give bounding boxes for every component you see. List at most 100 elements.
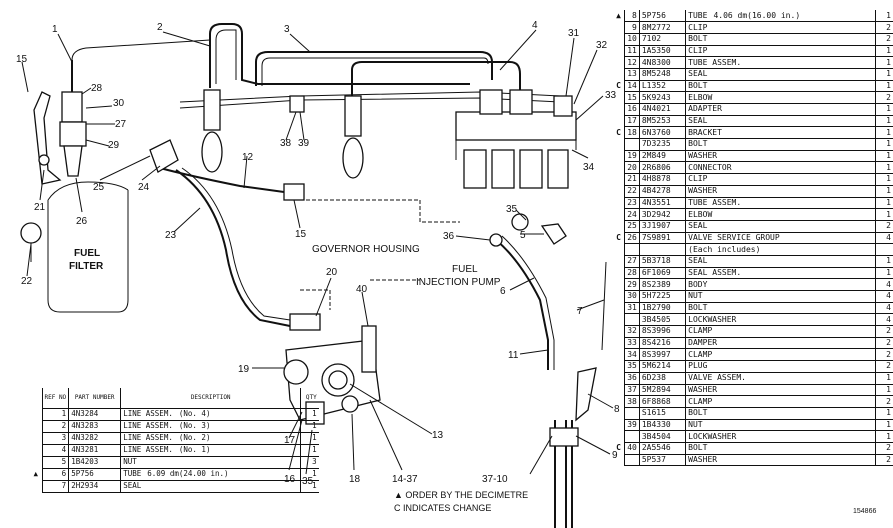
row-mark [613,279,625,291]
row-description: ELBOW [685,208,876,221]
row-part-number: L1352 [639,80,687,93]
row-ref-no: 31 [624,302,640,315]
row-description: DAMPER [685,337,876,350]
row-description: LINE ASSEM.(No. 2) [120,432,301,445]
row-description: WASHER [685,185,876,198]
row-mark [613,326,625,338]
row-description-text: CLIP [688,22,708,32]
row-description-text: WASHER [688,151,718,161]
callout: 35 [506,204,518,215]
row-qty: 1 [875,384,893,397]
row-description: CLIP [685,173,876,186]
row-ref-no: 5 [41,456,70,469]
row-description-text: LOCKWASHER [688,314,737,324]
row-mark: C [616,127,621,137]
row-mark [613,419,625,431]
row-qty: 2 [875,33,893,46]
row-ref-no: 29 [624,278,640,291]
row-description: WASHER [685,384,876,397]
row-description-text: WASHER [688,186,718,196]
row-description-text: SEAL [688,221,708,231]
row-description-text: SEAL [688,256,708,266]
row-ref-no: 32 [624,325,640,338]
callout: 24 [138,182,150,193]
row-description-text: LOCKWASHER [688,431,737,441]
row-mark: ▲ [33,469,38,479]
row-description-text: BOLT [688,303,708,313]
row-ref-no: 21 [624,173,640,186]
fuel-filter: FUEL FILTER [47,181,129,313]
row-mark [613,197,625,209]
row-ref-no [624,454,640,467]
row-part-number: 5P537 [639,454,687,467]
row-part-number: 8S3996 [639,325,687,338]
row-description-note: (No. 2) [178,433,211,443]
row-part-number: 4N4021 [639,103,687,116]
callout: 19 [238,364,250,375]
row-qty: 2 [875,360,893,373]
row-description: BOLT [685,33,876,46]
table-row: (Each includes) [613,243,893,256]
row-part-number: 7102 [639,33,687,46]
row-mark [613,244,625,256]
row-qty: 1 [875,185,893,198]
row-mark [30,420,42,432]
row-part-number: 4N3281 [68,444,122,457]
row-part-number: 4N3282 [68,432,122,445]
row-description-text: ELBOW [688,209,713,219]
row-description-text: CLIP [688,45,708,55]
row-description: SEAL [685,68,876,81]
row-part-number: 5H7225 [639,290,687,303]
row-description-note: (No. 3) [178,421,211,431]
row-ref-no: 15 [624,91,640,104]
row-description: SEAL [685,220,876,233]
callout: 27 [115,119,127,130]
row-ref-no: 13 [624,68,640,81]
row-ref-no: 18 [624,126,640,140]
callout: 28 [91,83,103,94]
header-ref-no: REF NO [41,388,70,409]
row-mark [613,68,625,80]
row-mark [613,454,625,466]
row-description: NUT [685,290,876,303]
row-ref-no: 34 [624,348,640,362]
row-part-number [639,243,687,256]
row-part-number: 5M6214 [639,360,687,373]
callout: 2 [157,22,163,33]
row-ref-no: 28 [624,267,640,280]
row-description: LINE ASSEM.(No. 4) [120,408,301,421]
row-description: LINE ASSEM.(No. 3) [120,420,301,433]
row-part-number: 1B2790 [639,302,687,315]
row-qty: 1 [300,420,319,433]
row-mark: ▲ [616,10,621,20]
tube-8 [549,261,607,528]
row-description-text: NUT [688,419,703,429]
footnote-change: C INDICATES CHANGE [394,503,492,513]
row-ref-no: 7 [41,480,70,493]
callout: 30 [113,98,125,109]
row-description: NUT [685,419,876,432]
row-ref-no: 12 [624,56,640,69]
row-part-number: 8M5248 [639,68,687,81]
row-ref-no: 6 [41,468,70,481]
row-qty: 2 [875,395,893,408]
row-description-text: TUBE ASSEM. [688,197,742,207]
row-ref-no: 38 [624,395,640,408]
row-mark [613,185,625,197]
row-qty: 1 [875,80,893,93]
row-description: WASHER [685,150,876,163]
row-mark [613,337,625,349]
row-description: TUBE ASSEM. [685,197,876,210]
row-description-text: BOLT [688,80,708,90]
